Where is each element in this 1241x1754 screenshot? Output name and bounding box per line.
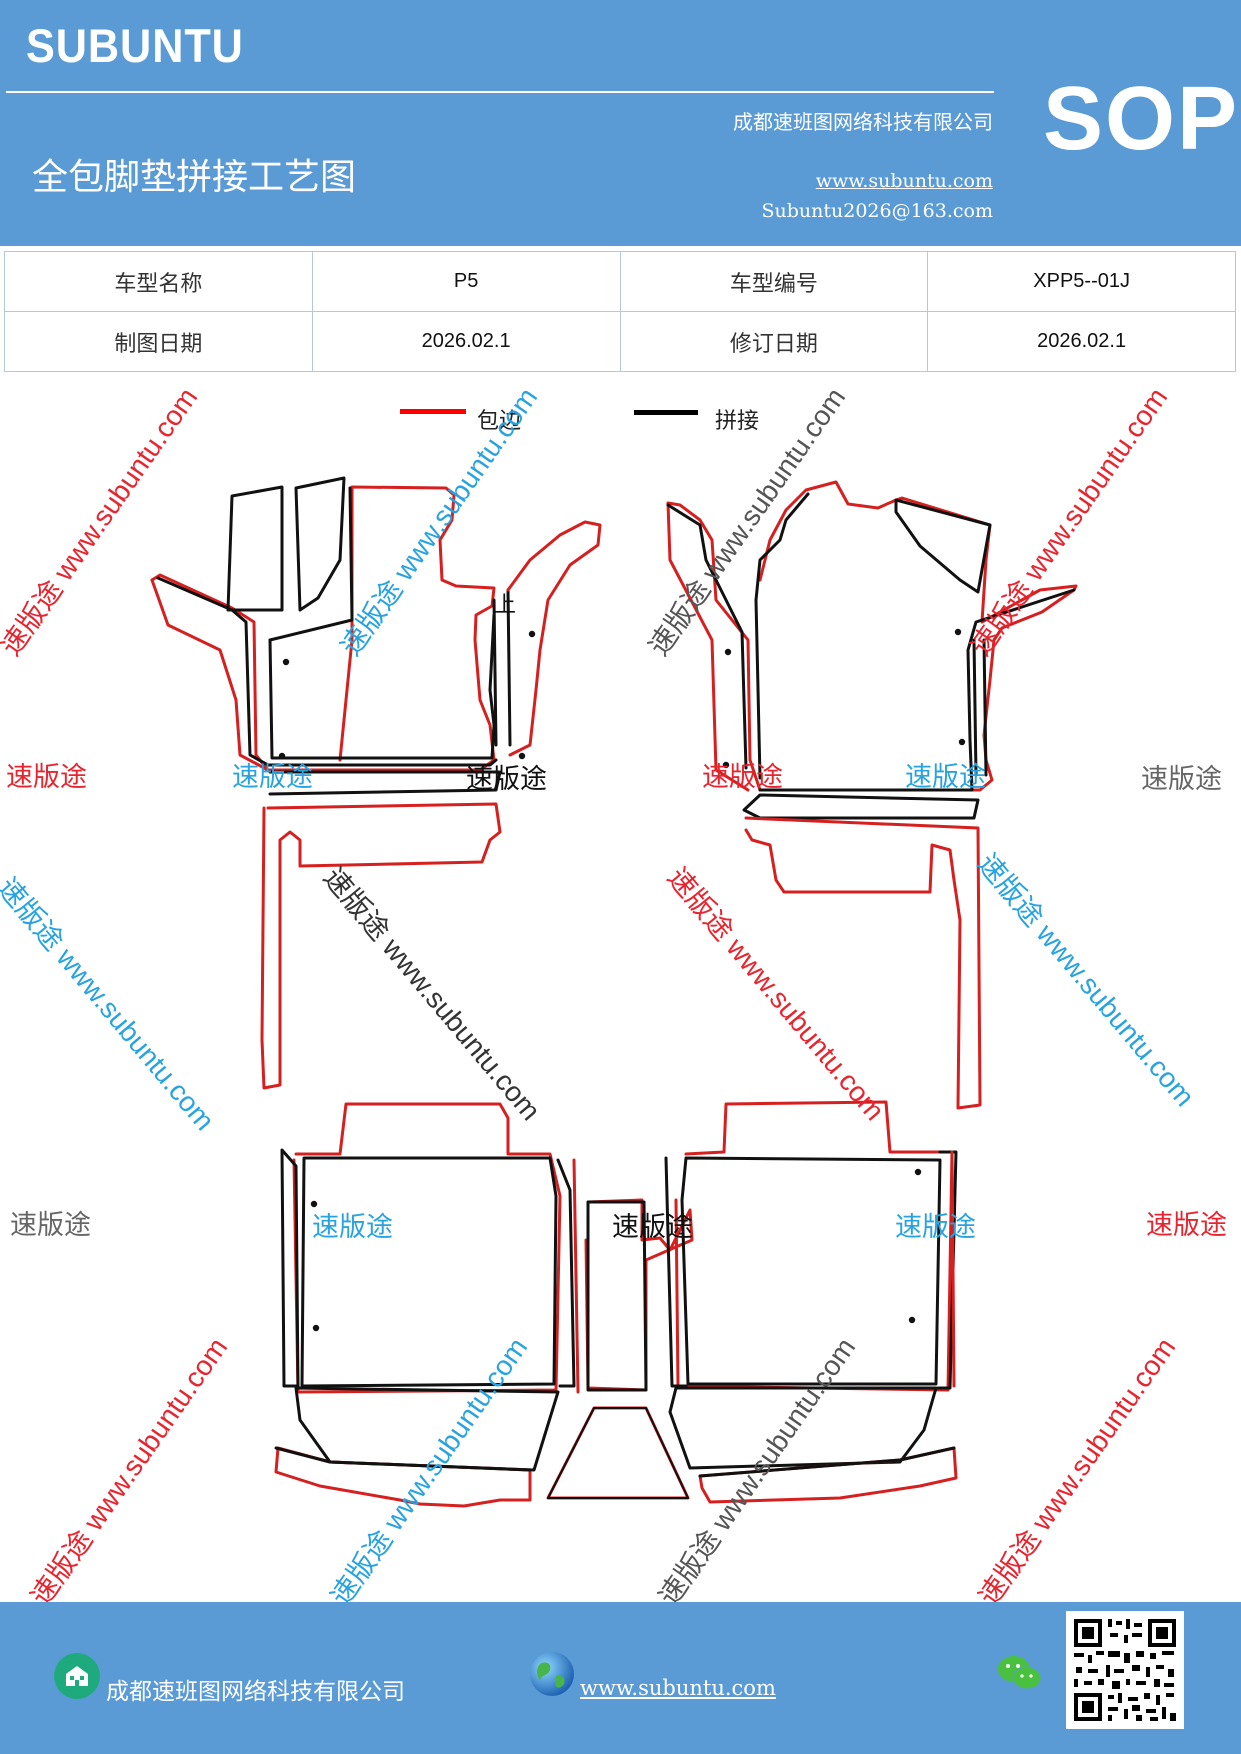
globe-icon	[530, 1652, 574, 1696]
revise-date-value: 2026.02.1	[927, 311, 1236, 372]
header-divider	[6, 91, 994, 93]
model-code-label: 车型编号	[619, 251, 929, 312]
front-left-mat-edge	[150, 485, 496, 772]
footer-company-name: 成都速班图网络科技有限公司	[106, 1679, 405, 1705]
building-icon	[54, 1653, 100, 1699]
revise-date-label: 修订日期	[619, 311, 929, 372]
rear-left-mat-edge	[292, 1102, 562, 1394]
table-row: 车型名称 P5 车型编号 XPP5--01J	[4, 251, 1236, 312]
table-row: 制图日期 2026.02.1 修订日期 2026.02.1	[4, 311, 1236, 372]
company-name: 成都速班图网络科技有限公司	[733, 110, 993, 134]
legend-red-swatch	[400, 409, 466, 414]
qr-code	[1066, 1611, 1184, 1729]
legend-black-label: 拼接	[715, 409, 760, 434]
brand-logo: SUBUNTU	[26, 19, 244, 72]
draw-date-label: 制图日期	[4, 311, 313, 372]
vehicle-info-table: 车型名称 P5 车型编号 XPP5--01J 制图日期 2026.02.1 修订…	[4, 251, 1236, 372]
wechat-icon	[998, 1656, 1042, 1690]
model-name-value: P5	[311, 251, 621, 312]
sop-label: SOP	[1043, 69, 1240, 169]
legend-red-label: 包边	[477, 409, 522, 434]
footer-website-link[interactable]: www.subuntu.com	[580, 1676, 776, 1700]
front-right-mat-edge	[666, 480, 1078, 792]
website-link[interactable]: www.subuntu.com	[815, 170, 993, 192]
draw-date-value: 2026.02.1	[311, 311, 621, 372]
front-right-seam	[666, 503, 748, 770]
legend-black-swatch	[634, 410, 698, 415]
floor-mat-diagram: 上	[150, 476, 1078, 1508]
front-left-seam	[156, 576, 498, 767]
page-title: 全包脚垫拼接工艺图	[32, 157, 357, 198]
email-address[interactable]: Subuntu2026@163.com	[761, 200, 993, 222]
front-left-side-strip	[260, 802, 502, 1090]
rear-right-mat-edge	[674, 1100, 954, 1392]
model-code-value: XPP5--01J	[927, 251, 1236, 312]
model-name-label: 车型名称	[4, 251, 313, 312]
up-direction-mark: 上	[494, 593, 516, 618]
front-right-side-strip	[744, 816, 982, 1110]
header-band	[0, 0, 1241, 246]
